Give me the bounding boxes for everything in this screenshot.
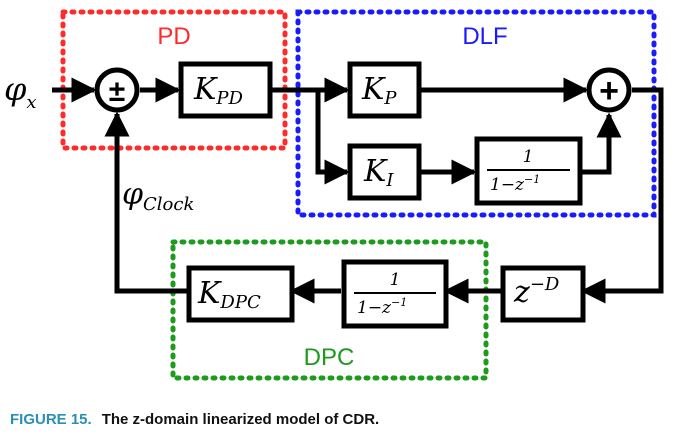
dpc-region-box [170,239,489,381]
kp-main: K [361,72,386,107]
dlf-region-box [295,9,657,218]
svg-text:z−D: z−D [513,274,560,310]
input-sub: x [26,92,36,113]
dpc-integrator-block: 1 1−z−1 [341,259,449,329]
delay-main: z [513,275,530,310]
kdpc-main: K [197,276,222,311]
wire-branch-to-ki [315,90,350,185]
dpc-integrator-den: 1−z [357,298,392,318]
delay-block: z−D [500,265,586,323]
kp-block: KP [347,61,422,119]
dpc-integrator-den-exp: −1 [391,296,407,309]
feedback-signal-label: φClock [122,177,194,215]
dlf-integrator-den: 1−z [490,175,525,195]
subtractor-junction [94,67,140,113]
kpd-sub: PD [215,88,243,109]
signal-wires [52,77,664,304]
input-signal-label: φx [4,70,37,113]
pd-region-box [60,9,288,151]
svg-text:KI: KI [363,154,394,191]
input-phi: φ [4,70,27,108]
adder-symbol: + [599,72,619,110]
cdr-block-diagram: PD DLF DPC φx φClock ± + KPD KP KI 1 [4,9,664,381]
wire-kdpc-feedback [104,111,189,294]
ki-main: K [363,154,388,189]
delay-exp: −D [530,274,560,295]
svg-text:KDPC: KDPC [197,276,261,313]
kp-sub: P [383,88,397,109]
dlf-integrator-num: 1 [523,147,534,167]
wire-integrator-to-adder [580,112,622,175]
dlf-integrator-den-exp: −1 [524,173,540,186]
kdpc-block: KDPC [186,265,295,323]
kdpc-sub: DPC [219,292,261,313]
kpd-main: K [193,72,218,107]
dpc-region-label: DPC [304,344,355,371]
subtractor-symbol: ± [109,75,125,108]
feedback-sub: Clock [143,194,194,215]
feedback-phi: φ [122,177,143,212]
svg-text:1−z−1: 1−z−1 [357,296,407,318]
dlf-integrator-block: 1 1−z−1 [474,136,583,206]
svg-text:KP: KP [361,72,397,109]
figure-caption-text: The z-domain linearized model of CDR. [101,411,380,428]
pd-region-label: PD [157,23,190,50]
dlf-region-label: DLF [462,23,507,50]
svg-text:KPD: KPD [193,72,244,109]
wire-adder-to-delay [580,87,664,304]
ki-sub: I [385,170,394,191]
dpc-integrator-num: 1 [390,270,401,290]
kpd-block: KPD [178,61,273,119]
adder-junction [586,67,632,113]
svg-text:1−z−1: 1−z−1 [490,173,540,195]
ki-block: KI [347,143,422,201]
figure-caption: FIGURE 15. The z-domain linearized model … [10,411,674,428]
figure-label: FIGURE 15. [10,411,92,428]
